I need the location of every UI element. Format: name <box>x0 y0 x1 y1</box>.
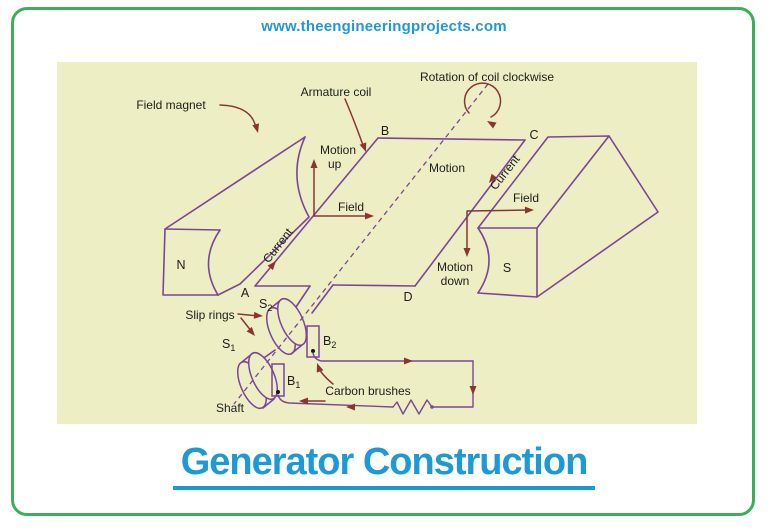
slip-rings-arrow-2 <box>240 317 255 336</box>
label-field-right: Field <box>513 191 539 205</box>
label-carbon-brushes: Carbon brushes <box>325 384 410 398</box>
generator-diagram: Field magnet Armature coil Rotation of c… <box>57 62 697 424</box>
n-magnet <box>162 136 310 296</box>
armature-coil-arrow <box>344 98 367 152</box>
slip-ring-s2 <box>265 297 308 356</box>
resistor <box>392 399 433 415</box>
motion-up-arrow <box>310 159 318 217</box>
slip-ring-s1 <box>236 351 279 410</box>
label-s2: S2 <box>259 297 272 313</box>
slip-rings-arrow-1 <box>237 311 263 319</box>
field-left-arrow <box>313 212 374 220</box>
label-armature-coil: Armature coil <box>301 85 372 99</box>
brush-b2 <box>306 325 320 358</box>
label-motion-up-1: Motion <box>320 143 356 157</box>
label-field-magnet: Field magnet <box>136 98 206 112</box>
label-corner-c: C <box>529 128 538 142</box>
site-url: www.theengineeringprojects.com <box>261 18 507 35</box>
field-magnet-arrow <box>219 104 260 133</box>
label-shaft: Shaft <box>216 401 245 415</box>
carbon-brushes-arrow-b1 <box>299 397 326 405</box>
current-arrow-left-wire <box>346 403 355 411</box>
carbon-brushes-arrow-b2 <box>316 363 334 385</box>
label-b1: B1 <box>287 374 300 390</box>
label-motion-down-2: down <box>441 274 470 288</box>
diagram-canvas: Field magnet Armature coil Rotation of c… <box>57 62 697 424</box>
current-arrow-ab <box>267 261 276 271</box>
label-field-left: Field <box>338 200 364 214</box>
rotation-arrow <box>463 82 502 129</box>
label-pole-s: S <box>503 261 511 275</box>
current-arrow-right-wire <box>404 357 413 365</box>
current-arrow-down-wire <box>469 386 477 395</box>
label-b2: B2 <box>323 334 336 350</box>
label-pole-n: N <box>176 258 185 272</box>
label-motion-down-1: Motion <box>437 260 473 274</box>
label-slip-rings: Slip rings <box>185 308 234 322</box>
label-corner-b: B <box>381 124 389 138</box>
diagram-background <box>57 62 697 424</box>
page-title: Generator Construction <box>0 441 768 490</box>
external-circuit <box>277 352 477 415</box>
label-motion-center: Motion <box>429 161 465 175</box>
label-motion-up-2: up <box>328 157 342 171</box>
label-corner-d: D <box>403 290 412 304</box>
label-s1: S1 <box>222 337 235 353</box>
label-corner-a: A <box>241 286 250 300</box>
label-rotation: Rotation of coil clockwise <box>420 70 554 84</box>
field-right-arrow <box>466 206 534 214</box>
s-magnet <box>477 135 659 298</box>
current-arrow-cd <box>489 173 498 183</box>
motion-down-arrow <box>463 211 471 257</box>
